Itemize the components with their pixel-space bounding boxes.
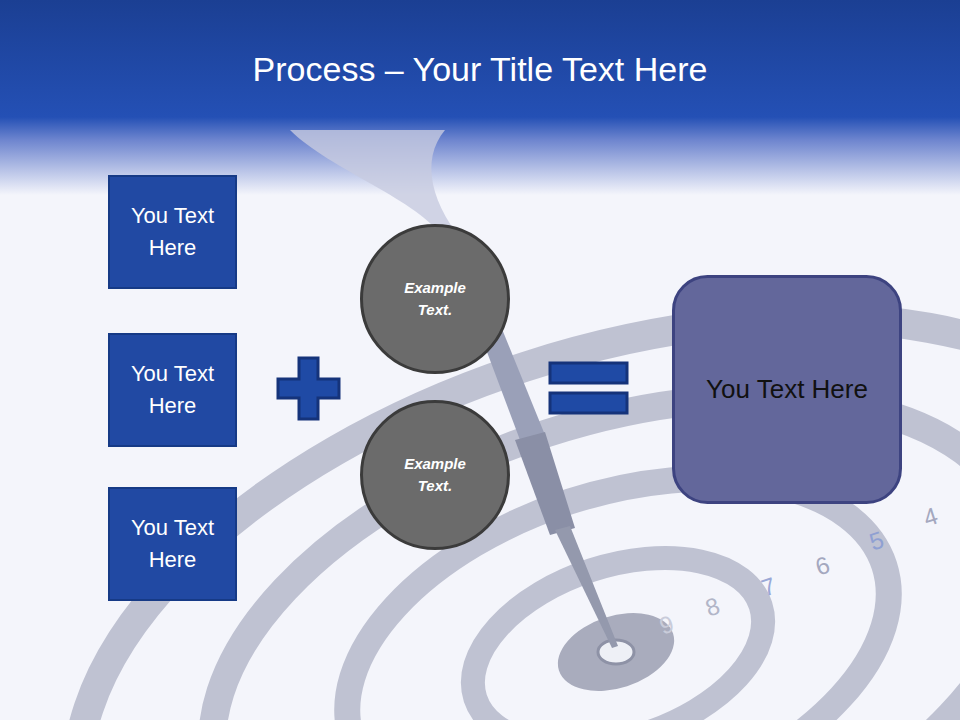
node-text: Example Text. xyxy=(400,277,470,321)
input-box: You Text Here xyxy=(108,487,237,601)
dartboard-number: 6 xyxy=(812,551,833,582)
node-text: Example Text. xyxy=(400,453,470,497)
header-band xyxy=(0,0,960,195)
dartboard-number: 5 xyxy=(866,526,887,557)
bullseye-ring xyxy=(548,599,684,705)
input-box: You Text Here xyxy=(108,175,237,289)
node-text: You Text Here xyxy=(117,512,229,576)
circle-shape xyxy=(360,400,510,550)
example-circle: Example Text. xyxy=(360,224,510,374)
input-box: You Text Here xyxy=(108,333,237,447)
node-text: You Text Here xyxy=(706,371,868,409)
dartboard-number: 4 xyxy=(920,502,941,533)
result-box: You Text Here xyxy=(672,275,902,504)
node-text: You Text Here xyxy=(117,200,229,264)
dartboard-number: 7 xyxy=(758,572,779,603)
equals-symbol xyxy=(550,363,627,413)
slide-title: Process – Your Title Text Here xyxy=(0,50,960,89)
plus-symbol xyxy=(278,358,339,419)
dartboard-number: 9 xyxy=(656,610,677,641)
example-circle: Example Text. xyxy=(360,400,510,550)
dartboard-number: 8 xyxy=(702,592,723,623)
node-text: You Text Here xyxy=(117,358,229,422)
circle-shape xyxy=(360,224,510,374)
